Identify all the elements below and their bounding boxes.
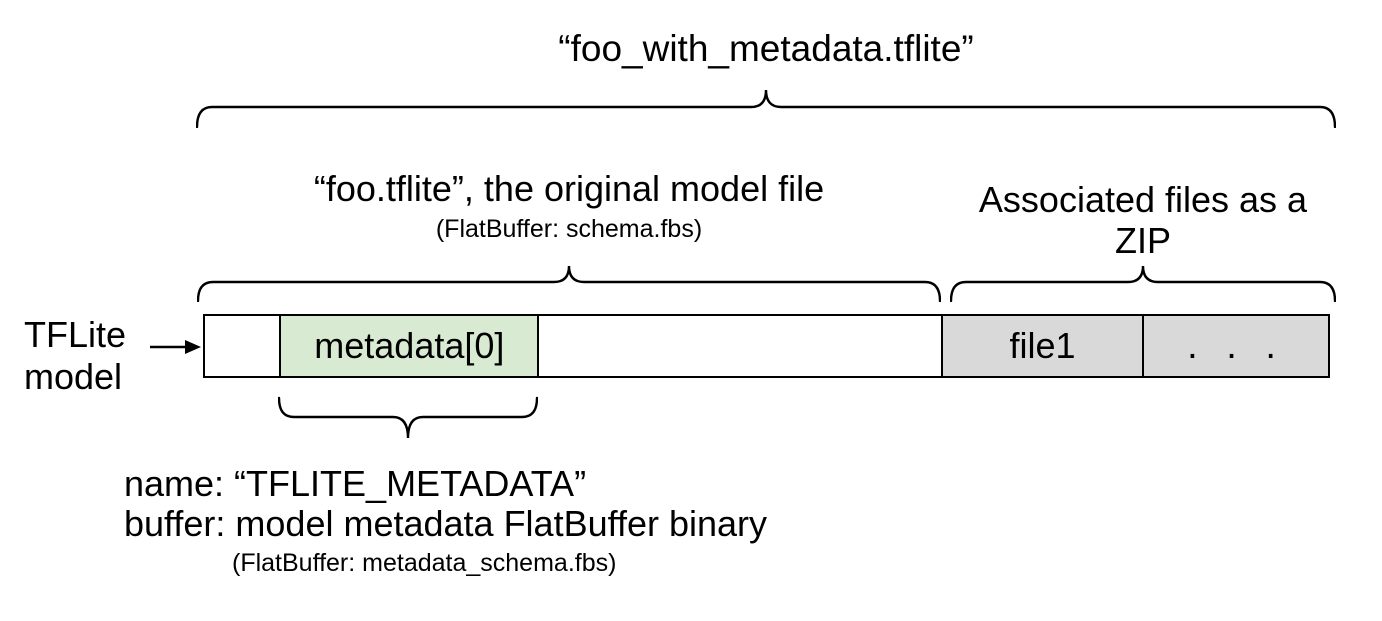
label-associated-files: Associated files as a ZIP [978,179,1308,262]
tflite-model-label-line1: TFLite [24,314,127,355]
bar-segment-more-files: . . . [1141,316,1328,376]
bar-segment-model-body [537,316,942,376]
brace-whole-file [196,89,1336,128]
annotation-schema-line: (FlatBuffer: metadata_schema.fbs) [232,549,617,577]
annotation-name-line: name: “TFLITE_METADATA” [124,463,587,504]
label-original-model-schema: (FlatBuffer: schema.fbs) [435,215,703,244]
tflite-model-label: TFLite model [24,314,126,398]
label-original-model: “foo.tflite”, the original model file (F… [197,168,941,244]
annotation-buffer-line: buffer: model metadata FlatBuffer binary [124,503,768,544]
brace-original-model [197,265,941,302]
tflite-model-label-line2: model [24,356,123,397]
model-bar: metadata[0] file1 . . . [203,314,1330,378]
bar-segment-file1: file1 [941,316,1142,376]
brace-associated-files [950,265,1336,302]
brace-metadata [278,396,538,439]
metadata-annotation: name: “TFLITE_METADATA” buffer: model me… [124,464,767,582]
right-arrow-icon [150,340,201,354]
packed-file-title: “foo_with_metadata.tflite” [558,28,974,69]
bar-segment-empty-left [205,316,280,376]
label-original-model-title: “foo.tflite”, the original model file [313,168,825,209]
bar-segment-metadata: metadata[0] [279,316,538,376]
